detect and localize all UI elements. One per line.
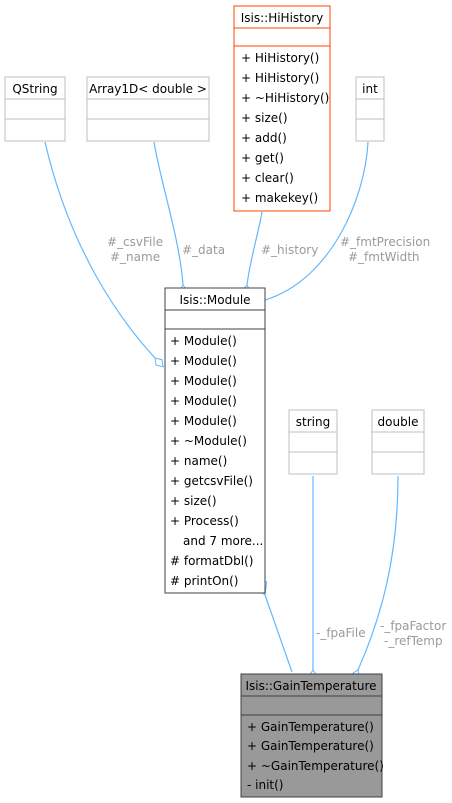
class-qstring-name: QString	[12, 82, 57, 96]
class-array1d[interactable]: Array1D< double >	[86, 76, 210, 142]
module-member-more[interactable]: and 7 more...	[183, 534, 263, 548]
class-gaintemperature-name: Isis::GainTemperature	[245, 679, 376, 693]
edge-label-fpafile: -_fpaFile	[316, 626, 366, 640]
class-module-name: Isis::Module	[179, 293, 250, 307]
edge-label-csvfile: #_csvFile	[107, 235, 163, 249]
module-member: + name()	[170, 454, 227, 468]
class-gaintemperature[interactable]: Isis::GainTemperature + GainTemperature(…	[240, 673, 384, 798]
module-member: + size()	[170, 494, 217, 508]
module-member: # printOn()	[170, 574, 238, 588]
edge-label-fpafactor: -_fpaFactor	[380, 619, 446, 633]
gaintemperature-member: + GainTemperature()	[247, 739, 374, 753]
class-qstring[interactable]: QString	[4, 76, 66, 142]
edge-label-data: #_data	[182, 243, 225, 257]
edge-int-module	[252, 141, 369, 307]
module-member: + Process()	[170, 514, 239, 528]
edge-array1d-module	[153, 141, 188, 298]
hihistory-member: + get()	[241, 151, 284, 165]
module-member: + Module()	[170, 414, 237, 428]
hihistory-member: + HiHistory()	[241, 51, 319, 65]
edge-label-fmtwidth: #_fmtWidth	[348, 250, 420, 264]
edge-label-name: #_name	[110, 250, 160, 264]
hihistory-member: + add()	[241, 131, 287, 145]
module-member: + ~Module()	[170, 434, 247, 448]
class-string[interactable]: string	[288, 409, 338, 475]
gaintemperature-member: + GainTemperature()	[247, 720, 374, 734]
edge-hihistory-module	[241, 211, 263, 298]
edge-label-fmtprecision: #_fmtPrecision	[340, 235, 430, 249]
class-array1d-name: Array1D< double >	[89, 82, 207, 96]
class-int[interactable]: int	[355, 76, 385, 142]
module-member: # formatDbl()	[170, 554, 253, 568]
edge-qstring-module	[44, 141, 164, 368]
class-hihistory[interactable]: Isis::HiHistory + HiHistory() + HiHistor…	[233, 5, 331, 212]
gaintemperature-member: - init()	[247, 778, 284, 792]
class-module[interactable]: Isis::Module + Module() + Module() + Mod…	[164, 287, 266, 594]
edge-label-history: #_history	[261, 243, 318, 257]
edge-label-reftemp: -_refTemp	[384, 634, 443, 648]
class-string-name: string	[296, 415, 330, 429]
hihistory-member: + makekey()	[241, 191, 318, 205]
edge-double-gaintemperature	[351, 475, 399, 682]
class-double-name: double	[378, 415, 419, 429]
module-member: + Module()	[170, 374, 237, 388]
class-hihistory-name: Isis::HiHistory	[241, 11, 324, 25]
edge-labels: #_csvFile #_name #_data #_history #_fmtP…	[107, 235, 446, 648]
class-int-name: int	[362, 82, 378, 96]
hihistory-member: + HiHistory()	[241, 71, 319, 85]
class-double[interactable]: double	[371, 409, 425, 475]
module-member: + Module()	[170, 354, 237, 368]
hihistory-member: + clear()	[241, 171, 294, 185]
hihistory-member: + ~HiHistory()	[241, 91, 329, 105]
module-member: + Module()	[170, 394, 237, 408]
edge-gaintemperature-module-inheritance	[265, 595, 293, 673]
module-member: + getcsvFile()	[170, 474, 253, 488]
edges	[44, 141, 399, 683]
module-member: + Module()	[170, 334, 237, 348]
hihistory-member: + size()	[241, 111, 288, 125]
gaintemperature-member: + ~GainTemperature()	[247, 759, 384, 773]
